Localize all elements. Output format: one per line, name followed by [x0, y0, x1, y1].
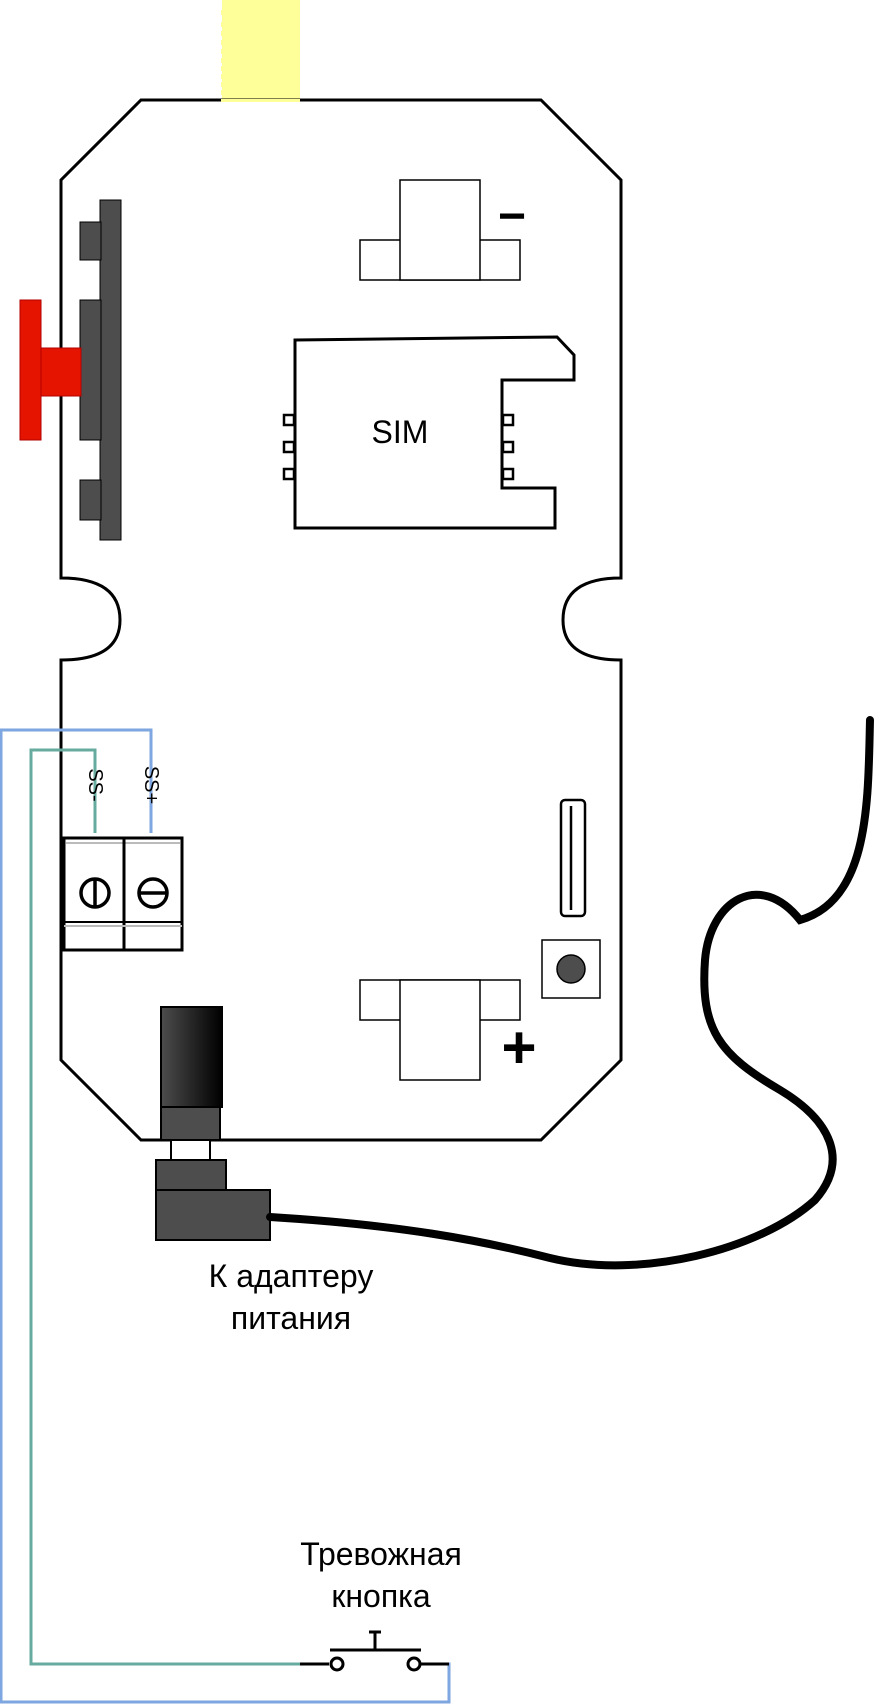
battery-contact-plus: +: [359, 979, 537, 1081]
power-adapter-label-line1: К адаптеру: [209, 1258, 374, 1294]
wire-green: [29, 748, 300, 1666]
terminal-left-label: SS-: [84, 768, 106, 801]
reset-button[interactable]: [541, 939, 601, 999]
battery-contact-minus: −: [359, 179, 526, 281]
panic-button-label-line1: Тревожная: [300, 1536, 462, 1572]
power-jack[interactable]: [155, 1006, 271, 1241]
terminal-right-label: SS+: [140, 766, 162, 804]
minus-sign: −: [498, 190, 526, 243]
screw-icon: [79, 877, 111, 909]
plus-sign: +: [501, 1014, 536, 1081]
power-adapter-label-line2: питания: [231, 1300, 351, 1336]
terminal-block[interactable]: [62, 836, 184, 952]
screw-icon: [137, 877, 169, 909]
power-cable: [266, 716, 874, 1270]
side-switch[interactable]: [19, 199, 122, 541]
panic-button[interactable]: [300, 1630, 449, 1672]
pcb-board: [59, 98, 623, 1142]
led-indicator: [559, 798, 587, 918]
panic-button-label-line2: кнопка: [331, 1578, 431, 1614]
sim-label: SIM: [372, 414, 429, 450]
sim-card-holder[interactable]: SIM: [282, 335, 576, 530]
